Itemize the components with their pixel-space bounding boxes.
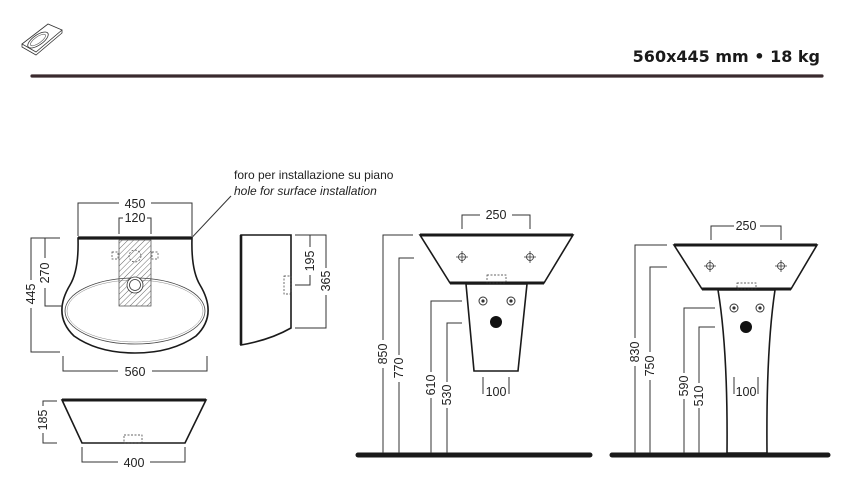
dim-bottom-width: 100 (736, 385, 757, 399)
waste-outlet (490, 316, 502, 328)
dim-height-waste: 530 (440, 385, 454, 406)
surface-hole-area (118, 239, 152, 307)
washbasin-thumbnail-icon (21, 23, 63, 56)
dim-base-width: 400 (124, 456, 145, 470)
dim-width-top: 450 (125, 197, 146, 211)
dim-total-depth: 365 (319, 271, 333, 292)
side-view: 195 365 (239, 234, 333, 346)
front-view: 185 400 (36, 398, 208, 470)
waste-outlet (740, 321, 752, 333)
annotation-english: hole for surface installation (234, 184, 377, 198)
dim-hole-width: 120 (125, 211, 146, 225)
dim-tap-spacing: 250 (736, 219, 757, 233)
dim-drain-depth: 195 (303, 251, 317, 272)
full-pedestal-view: 250 830 750 590 510 100 (609, 219, 831, 458)
product-dimensions-weight: 560x445 mm • 18 kg (633, 47, 820, 66)
dim-height: 185 (36, 410, 50, 431)
dim-width: 560 (125, 365, 146, 379)
dim-height-rim: 830 (628, 342, 642, 363)
semi-pedestal-view: 250 850 770 610 530 100 (355, 208, 593, 458)
dim-tap-spacing: 250 (486, 208, 507, 222)
dim-bottom-width: 100 (486, 385, 507, 399)
annotation-italian: foro per installazione su piano (234, 168, 394, 182)
dim-height-rim: 850 (376, 344, 390, 365)
top-view: 450 120 445 270 560 (24, 197, 209, 379)
dim-hole-depth: 270 (38, 263, 52, 284)
dim-depth: 445 (24, 284, 38, 305)
dim-height-waste: 510 (692, 386, 706, 407)
dim-height-drain: 750 (643, 356, 657, 377)
dim-height-supply: 590 (677, 376, 691, 397)
dim-height-drain: 770 (392, 358, 406, 379)
dim-height-supply: 610 (424, 375, 438, 396)
